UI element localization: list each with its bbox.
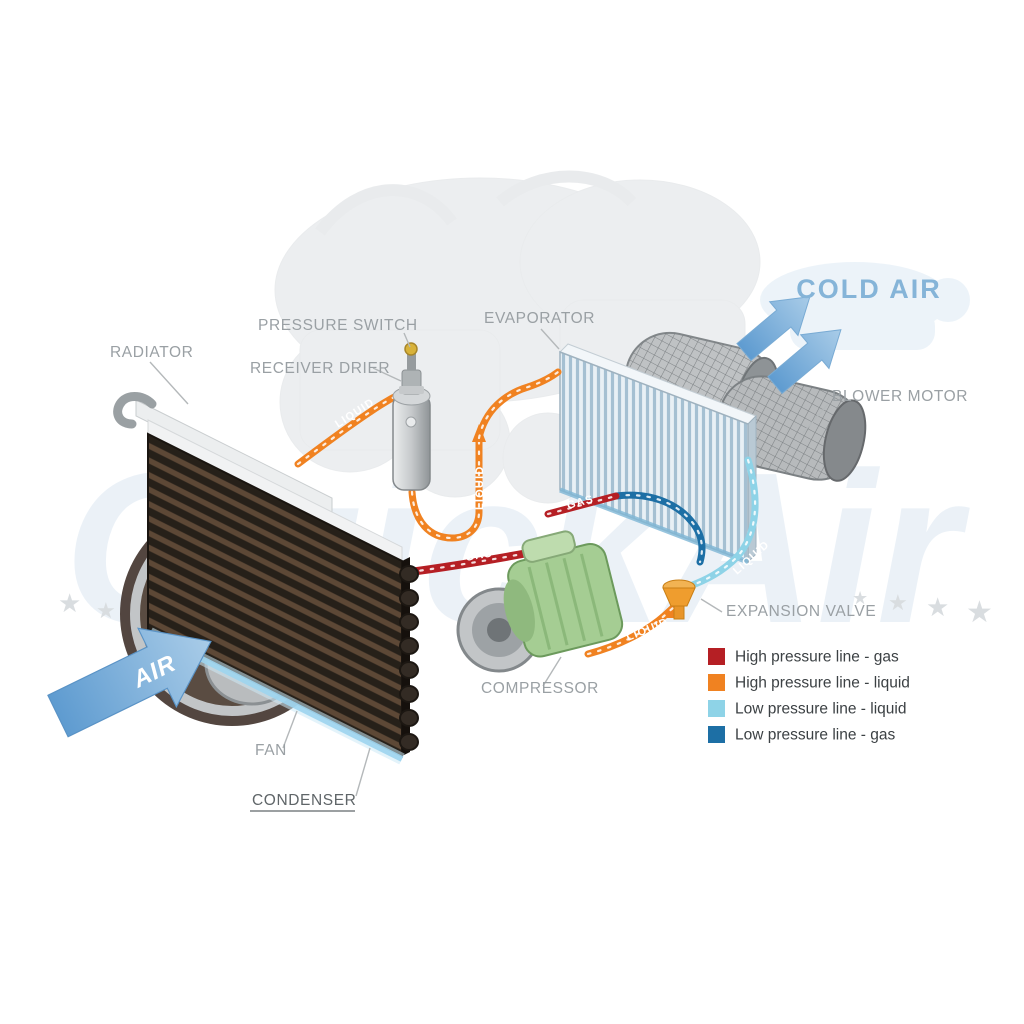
legend-swatch-high-pressure-gas [708, 648, 725, 665]
expansion-valve-label: EXPANSION VALVE [726, 603, 876, 620]
star-icon: ★ [96, 598, 116, 623]
air-arrow: AIR [47, 627, 212, 738]
legend-label-low-pressure-gas: Low pressure line - gas [735, 727, 895, 744]
pipe-label-gas-discharge: GAS [464, 547, 493, 564]
blower-motor-label: BLOWER MOTOR [832, 388, 968, 405]
condenser-label: CONDENSER [252, 792, 356, 809]
receiver-drier [392, 369, 431, 491]
legend-swatch-high-pressure-liquid [708, 674, 725, 691]
legend-swatch-low-pressure-gas [708, 726, 725, 743]
pressure-switch [404, 342, 418, 370]
fan-label: FAN [255, 742, 287, 759]
radiator-leader [149, 361, 189, 405]
star-icon: ★ [966, 596, 993, 629]
evaporator-label: EVAPORATOR [484, 310, 595, 327]
cold-air-label: COLD AIR [796, 274, 942, 304]
pressure-switch-leader [403, 332, 411, 348]
leader-lines [149, 328, 829, 797]
component-labels: RADIATOR PRESSURE SWITCH RECEIVER DRIER … [110, 310, 968, 812]
compressor-leader [542, 656, 562, 687]
expansion-valve [662, 579, 696, 620]
star-icon: ★ [852, 588, 868, 608]
fan-leader [282, 710, 298, 749]
receiver-drier-leader [372, 367, 402, 382]
receiver-drier-label: RECEIVER DRIER [250, 360, 390, 377]
cold-air-arrows: COLD AIR [736, 274, 942, 395]
compressor [456, 530, 624, 673]
legend-swatch-low-pressure-liquid [708, 700, 725, 717]
condenser [147, 419, 419, 765]
legend-label-high-pressure-liquid: High pressure line - liquid [735, 675, 910, 692]
star-icon: ★ [888, 590, 908, 615]
star-icon: ★ [58, 588, 81, 618]
legend-label-high-pressure-gas: High pressure line - gas [735, 649, 899, 666]
evaporator-leader [540, 328, 560, 350]
legend: High pressure line - gas High pressure l… [708, 648, 910, 744]
expansion-valve-leader [700, 598, 723, 613]
radiator-label: RADIATOR [110, 344, 193, 361]
compressor-label: COMPRESSOR [481, 680, 599, 697]
blower-motor-leader [802, 403, 829, 434]
pressure-switch-label: PRESSURE SWITCH [258, 317, 418, 334]
star-icon: ★ [926, 592, 949, 622]
pipe-label-liquid-vertical: LIQUID [474, 466, 486, 510]
legend-label-low-pressure-liquid: Low pressure line - liquid [735, 701, 906, 718]
condenser-leader [355, 747, 371, 797]
